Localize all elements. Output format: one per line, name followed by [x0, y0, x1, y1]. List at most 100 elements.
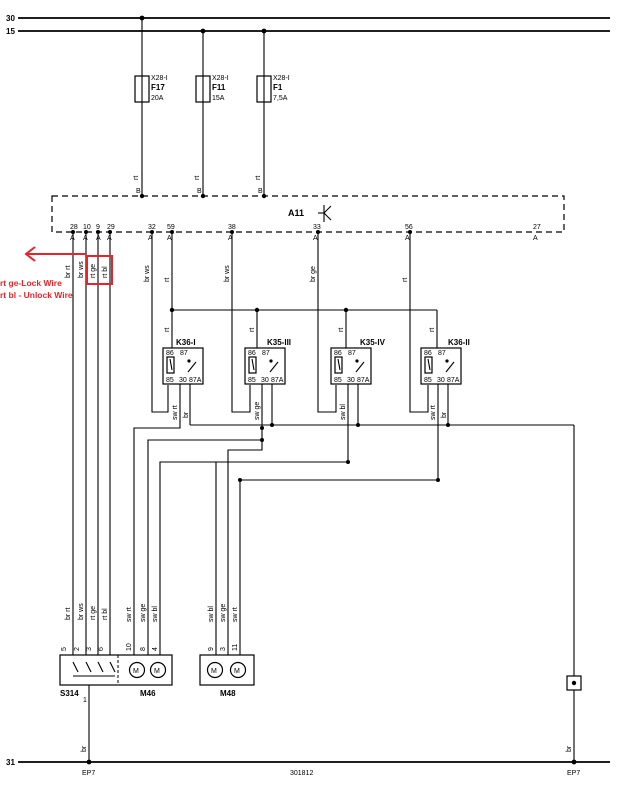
svg-text:F11: F11	[212, 83, 226, 92]
switch-wires: br rt br ws rt ge rt bl br rt br ws rt g…	[65, 232, 111, 655]
module-label: A11	[288, 208, 304, 218]
svg-text:27: 27	[533, 224, 541, 231]
relay-k35-iv: 86 87 85 30 87A K35-IV	[330, 338, 386, 385]
svg-text:3: 3	[220, 647, 227, 651]
svg-text:rt: rt	[164, 328, 171, 332]
svg-text:M: M	[154, 668, 160, 675]
m48-block: M M 9 3 11 M48	[199, 644, 255, 698]
svg-text:M: M	[133, 668, 139, 675]
ground-point-left: EP7	[82, 770, 95, 777]
svg-text:rt: rt	[194, 176, 201, 180]
rail-31-label: 31	[6, 758, 15, 767]
svg-text:sw bl: sw bl	[208, 606, 215, 622]
svg-text:85: 85	[248, 377, 256, 384]
svg-text:sw bl: sw bl	[340, 404, 347, 420]
svg-text:A: A	[313, 235, 318, 242]
module-a11: A11	[51, 193, 565, 233]
svg-text:rt ge: rt ge	[90, 264, 97, 278]
svg-text:30: 30	[179, 377, 187, 384]
svg-text:8: 8	[140, 647, 147, 651]
highlight-box	[86, 255, 113, 285]
arrow-left-icon	[24, 246, 86, 262]
svg-text:sw ge: sw ge	[220, 604, 227, 622]
svg-text:59: 59	[167, 224, 175, 231]
s314-label: S314	[60, 689, 79, 698]
svg-text:br rt: br rt	[65, 266, 72, 279]
svg-text:F17: F17	[151, 83, 165, 92]
svg-text:20A: 20A	[151, 95, 164, 102]
fuse-f1: X28-I F1 7,5A rt B 63	[255, 31, 290, 207]
svg-text:br: br	[441, 411, 448, 418]
motor-icon	[206, 661, 224, 679]
svg-text:sw rt: sw rt	[126, 607, 133, 622]
svg-text:11: 11	[232, 644, 239, 651]
svg-text:28: 28	[70, 224, 78, 231]
svg-text:rt: rt	[133, 176, 140, 180]
power-rails: 30 15	[6, 14, 610, 36]
svg-text:86: 86	[166, 350, 174, 357]
svg-text:87: 87	[438, 350, 446, 357]
svg-text:rt: rt	[402, 278, 409, 282]
relay-label: K36-I	[176, 338, 196, 347]
svg-text:85: 85	[424, 377, 432, 384]
svg-text:rt: rt	[338, 328, 345, 332]
svg-text:br ws: br ws	[78, 261, 85, 278]
lock-wire-note: rt ge-Lock Wire	[0, 278, 62, 288]
motor-icon	[229, 661, 247, 679]
svg-text:30: 30	[347, 377, 355, 384]
rail-15-label: 15	[6, 27, 15, 36]
svg-text:br: br	[81, 745, 88, 752]
svg-text:sw ge: sw ge	[254, 402, 261, 420]
svg-text:87A: 87A	[447, 377, 460, 384]
svg-text:87: 87	[180, 350, 188, 357]
svg-text:rt: rt	[255, 176, 262, 180]
svg-text:A: A	[533, 235, 538, 242]
unlock-wire-note: rt bl - Unlock Wire	[0, 290, 73, 300]
svg-text:rt: rt	[429, 328, 436, 332]
svg-text:A: A	[228, 235, 233, 242]
svg-text:X28-I: X28-I	[212, 75, 229, 82]
svg-text:1: 1	[83, 697, 87, 704]
svg-text:sw bl: sw bl	[152, 606, 159, 622]
svg-text:10: 10	[126, 643, 133, 651]
svg-text:sw ge: sw ge	[140, 604, 147, 622]
svg-text:B: B	[197, 188, 202, 195]
motor-icon	[128, 661, 146, 679]
svg-text:br: br	[566, 745, 573, 752]
svg-text:30: 30	[261, 377, 269, 384]
svg-text:B: B	[258, 188, 263, 195]
svg-text:86: 86	[424, 350, 432, 357]
svg-text:30: 30	[437, 377, 445, 384]
ground-point-right: EP7	[567, 770, 580, 777]
svg-text:85: 85	[166, 377, 174, 384]
svg-text:2: 2	[74, 647, 81, 651]
rail-30-label: 30	[6, 14, 15, 23]
svg-text:B: B	[136, 188, 141, 195]
svg-text:rt bl: rt bl	[102, 608, 109, 620]
lock-unlock-annotation: rt ge-Lock Wire rt bl - Unlock Wire	[0, 246, 113, 300]
s314-m46-block: 5 2 3 6 M M 10 8 4 S314 M46 1 br	[59, 643, 173, 762]
relay-label: K36-II	[448, 338, 470, 347]
svg-text:87: 87	[348, 350, 356, 357]
svg-text:A: A	[148, 235, 153, 242]
svg-text:X28-I: X28-I	[273, 75, 290, 82]
svg-text:85: 85	[334, 377, 342, 384]
relay-output-wires: sw rt sw ge sw bl sw rt	[133, 384, 440, 655]
svg-text:87A: 87A	[357, 377, 370, 384]
relay-control-wires: br ws br ws br ge rt	[144, 232, 429, 413]
svg-text:33: 33	[313, 224, 321, 231]
svg-text:rt ge: rt ge	[90, 606, 97, 620]
svg-text:87: 87	[262, 350, 270, 357]
svg-text:38: 38	[228, 224, 236, 231]
svg-text:sw rt: sw rt	[172, 405, 179, 420]
svg-text:56: 56	[405, 224, 413, 231]
svg-text:86: 86	[248, 350, 256, 357]
svg-text:F1: F1	[273, 83, 283, 92]
svg-text:br ws: br ws	[144, 265, 151, 282]
svg-text:A: A	[405, 235, 410, 242]
svg-text:A: A	[167, 235, 172, 242]
svg-text:86: 86	[334, 350, 342, 357]
m46-label: M46	[140, 689, 156, 698]
relay-label: K35-IV	[360, 338, 386, 347]
